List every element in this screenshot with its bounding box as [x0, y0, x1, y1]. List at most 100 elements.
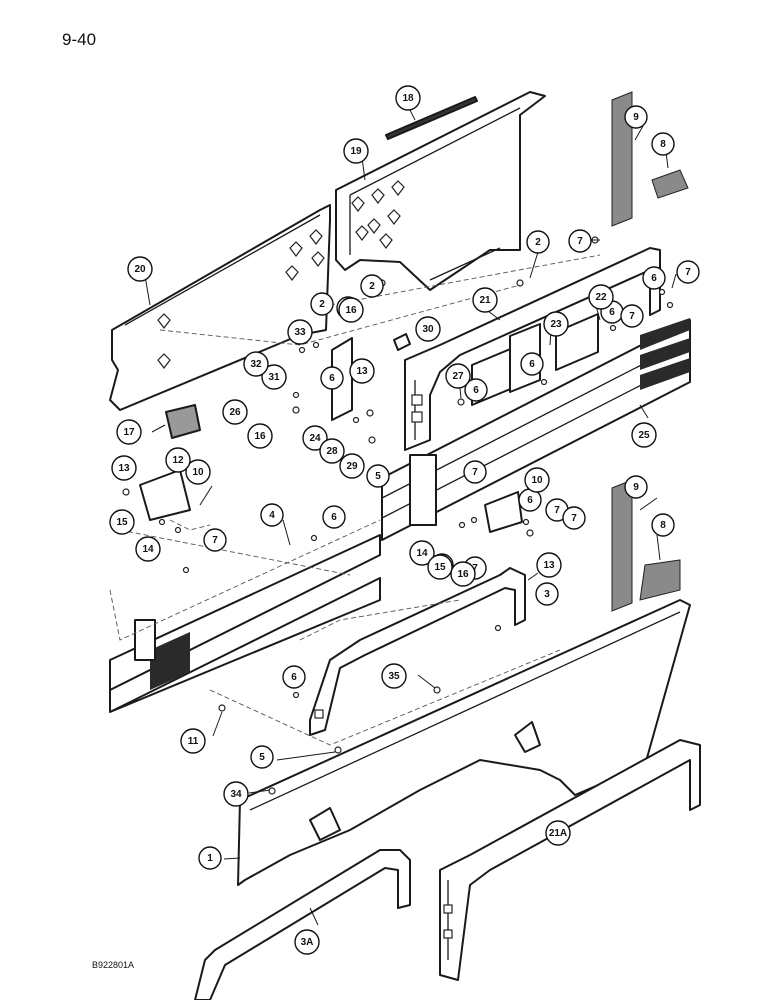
- callout-30: 30: [415, 316, 441, 342]
- callout-6: 6: [320, 366, 344, 390]
- callout-4: 4: [260, 503, 284, 527]
- callout-label: 13: [543, 560, 555, 571]
- part-20-left-panel: [109, 204, 331, 411]
- callout-label: 4: [269, 510, 275, 521]
- callout-label: 3: [544, 589, 550, 600]
- callout-7: 7: [545, 498, 569, 522]
- callout-label: 8: [660, 520, 666, 531]
- callout-label: 2: [319, 299, 325, 310]
- callout-label: 14: [142, 544, 154, 555]
- callout-9: 9: [624, 105, 648, 129]
- callout-label: 31: [268, 372, 280, 383]
- callout-7: 7: [203, 528, 227, 552]
- callout-10: 10: [524, 467, 550, 493]
- callout-label: 16: [345, 305, 357, 316]
- callout-label: 6: [609, 307, 615, 318]
- callout-19: 19: [343, 138, 369, 164]
- part-3-fender-bracket: [309, 567, 526, 736]
- part-8-decal-lower: [639, 559, 681, 601]
- callout-5: 5: [366, 464, 390, 488]
- callout-label: 13: [118, 463, 130, 474]
- part-1-side-panel: [237, 599, 691, 886]
- callout-label: 6: [331, 512, 337, 523]
- page-number: 9-40: [62, 30, 97, 49]
- part-9-decal-lower: [611, 479, 633, 612]
- part-10-plate-right: [484, 491, 523, 533]
- part-9-decal-upper: [611, 91, 633, 227]
- callout-label: 6: [291, 672, 297, 683]
- figure-code: B922801A: [92, 960, 135, 970]
- callout-label: 34: [230, 789, 242, 800]
- callout-14: 14: [135, 536, 161, 562]
- part-18-strip: [385, 96, 478, 140]
- callout-26: 26: [222, 399, 248, 425]
- callout-23: 23: [543, 311, 569, 337]
- part-17-block: [165, 404, 201, 439]
- callout-7: 7: [568, 229, 592, 253]
- callout-label: 26: [229, 407, 241, 418]
- callout-label: 7: [554, 505, 560, 516]
- callout-label: 7: [577, 236, 583, 247]
- callout-label: 10: [192, 467, 204, 478]
- callout-label: 18: [402, 93, 414, 104]
- callout-13: 13: [536, 552, 562, 578]
- callout-label: 7: [685, 267, 691, 278]
- callout-label: 17: [123, 427, 135, 438]
- callout-label: 6: [529, 359, 535, 370]
- callout-label: 24: [309, 433, 321, 444]
- callout-label: 28: [326, 446, 338, 457]
- callout-9: 9: [624, 475, 648, 499]
- callout-label: 21A: [549, 828, 567, 839]
- assembly-lines: [109, 254, 601, 746]
- callout-3a: 3A: [294, 929, 320, 955]
- callout-label: 15: [434, 562, 446, 573]
- part-21A-lower-frame: [439, 739, 701, 981]
- callout-2: 2: [310, 292, 334, 316]
- callout-32: 32: [243, 351, 269, 377]
- callout-label: 6: [651, 273, 657, 284]
- callout-31: 31: [261, 364, 287, 390]
- callout-21a: 21A: [545, 820, 571, 846]
- part-3A-lower-bracket: [194, 849, 411, 1000]
- callout-10: 10: [185, 459, 211, 485]
- callout-label: 15: [116, 517, 128, 528]
- callout-label: 20: [134, 264, 146, 275]
- callout-14: 14: [409, 540, 435, 566]
- callout-7: 7: [620, 304, 644, 328]
- callout-15: 15: [109, 509, 135, 535]
- callout-label: 27: [452, 371, 464, 382]
- callout-label: 7: [472, 563, 478, 574]
- part-19-rear-panel: [335, 91, 546, 291]
- callout-16: 16: [247, 423, 273, 449]
- callout-label: 7: [629, 311, 635, 322]
- callout-label: 23: [550, 319, 562, 330]
- callout-label: 3A: [301, 937, 314, 948]
- part-8-decal-upper: [651, 169, 689, 199]
- callout-18: 18: [395, 85, 421, 111]
- callout-25: 25: [631, 422, 657, 448]
- callout-label: 5: [375, 471, 381, 482]
- callout-1: 1: [198, 846, 222, 870]
- callout-label: 32: [250, 359, 262, 370]
- callout-8: 8: [651, 132, 675, 156]
- callout-label: 2: [535, 237, 541, 248]
- callout-2: 2: [526, 230, 550, 254]
- callout-7: 7: [676, 260, 700, 284]
- part-10-plate-left: [139, 469, 191, 521]
- callout-21: 21: [472, 287, 498, 313]
- callout-label: 5: [259, 752, 265, 763]
- part-4-side-rail: [109, 534, 381, 713]
- callout-6: 6: [282, 665, 306, 689]
- callout-22: 22: [588, 284, 614, 310]
- callout-3: 3: [535, 582, 559, 606]
- callout-29: 29: [339, 453, 365, 479]
- callout-6: 6: [520, 352, 544, 376]
- callout-6: 6: [642, 266, 666, 290]
- callout-label: 33: [294, 327, 306, 338]
- callout-2: 2: [360, 274, 384, 298]
- callout-5: 5: [250, 745, 274, 769]
- part-25-side-rail: [381, 318, 691, 541]
- callout-16: 16: [338, 297, 364, 323]
- callout-label: 8: [660, 139, 666, 150]
